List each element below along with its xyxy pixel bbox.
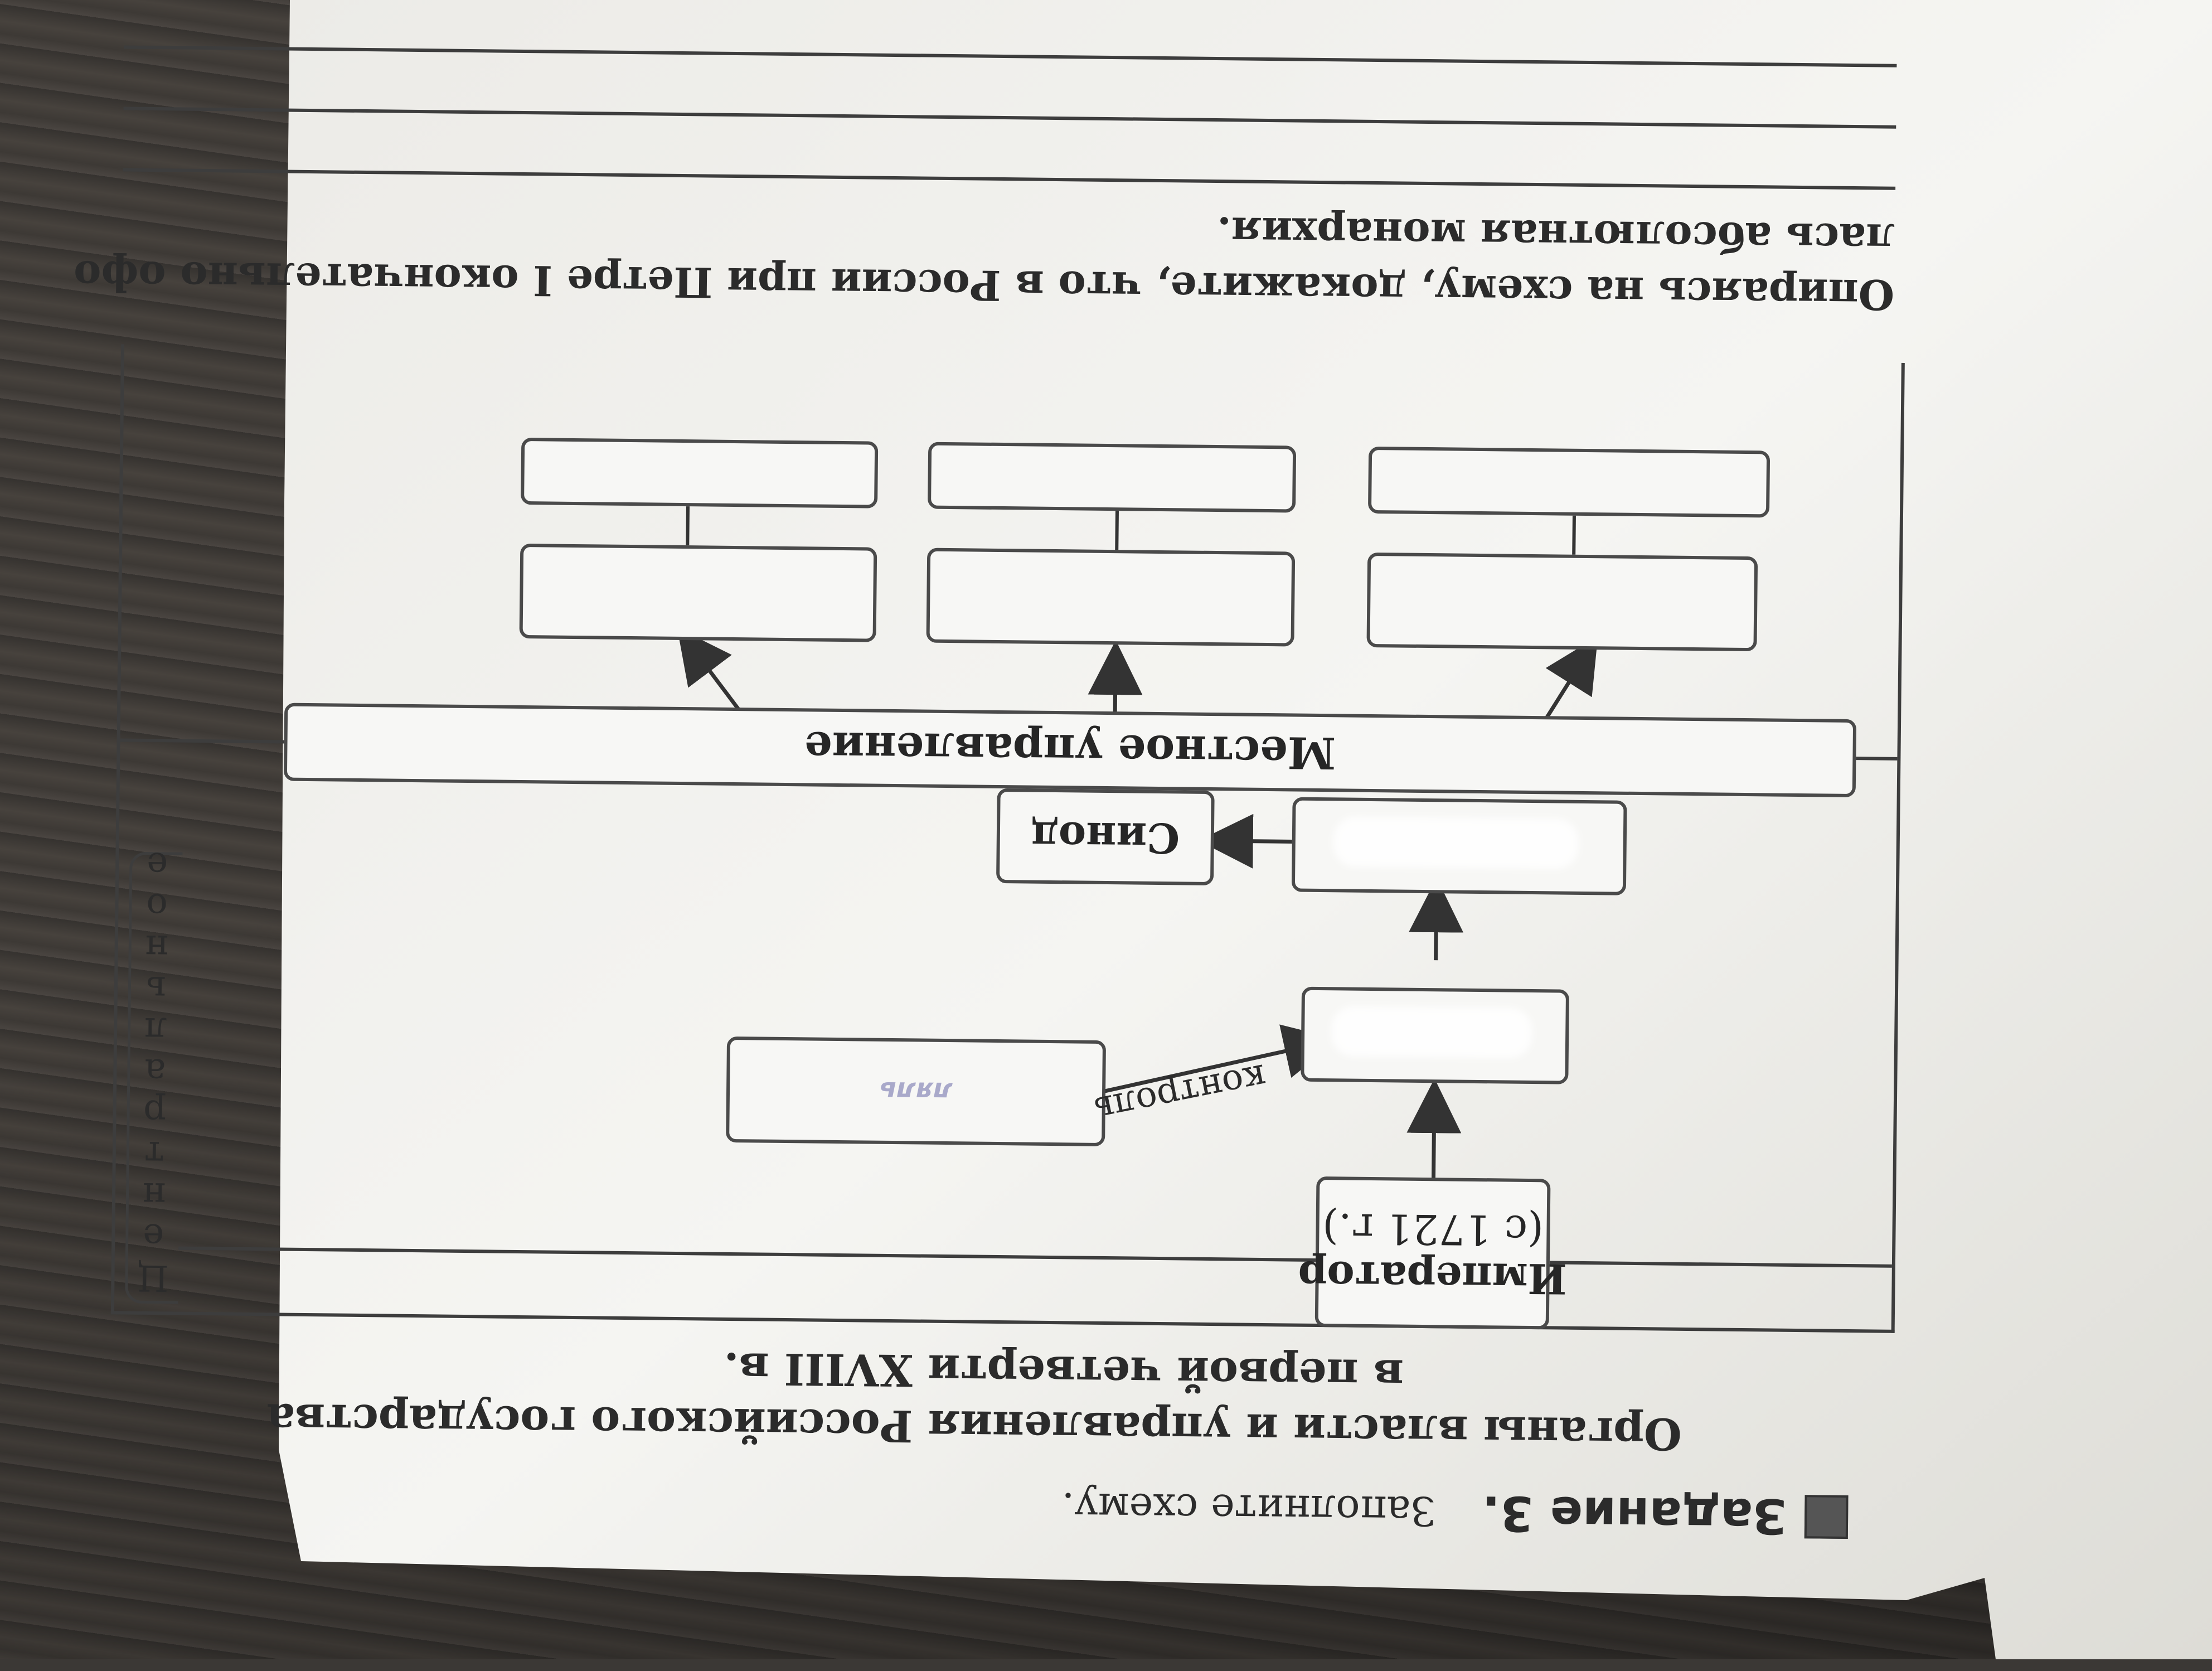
synod-box: Синод bbox=[996, 788, 1215, 886]
eraser-smudge-senate bbox=[1331, 1006, 1532, 1059]
local-to-frame-left bbox=[1856, 757, 1898, 761]
local-box-left-bottom[interactable] bbox=[1367, 446, 1770, 518]
emperor-to-senate-arrow bbox=[1406, 1078, 1462, 1184]
emperor-box: Император (с 1721 г.) bbox=[1298, 1176, 1567, 1330]
local-box-mid-bottom[interactable] bbox=[928, 442, 1297, 513]
emperor-date: (с 1721 г.) bbox=[1322, 1204, 1544, 1255]
local-management-box: Местное управление bbox=[283, 703, 1857, 798]
emperor-to-frame-line bbox=[178, 1246, 1327, 1262]
local-box-left-top[interactable] bbox=[1366, 552, 1758, 652]
local-arrow-right bbox=[677, 627, 743, 715]
emperor-to-frame-left bbox=[1549, 1261, 1892, 1268]
local-to-frame-right bbox=[120, 738, 284, 744]
local-box-right-bottom[interactable] bbox=[521, 437, 879, 508]
pencil-mark-1: ляль bbox=[879, 1075, 953, 1108]
control-arrow bbox=[1083, 1024, 1339, 1098]
prosecutor-box-empty[interactable]: ляль bbox=[726, 1036, 1107, 1147]
local-box-mid-top[interactable] bbox=[926, 548, 1296, 647]
local-management-label: Местное управление bbox=[804, 721, 1336, 778]
local-box-right-top[interactable] bbox=[519, 543, 877, 642]
synod-label: Синод bbox=[1031, 812, 1180, 862]
emperor-title: Император bbox=[1298, 1251, 1568, 1302]
conn-right bbox=[686, 506, 690, 546]
local-arrow-left bbox=[1542, 636, 1598, 723]
question-line2: лась абсолютная монархия. bbox=[1216, 207, 1895, 263]
senate-to-collegia-arrow bbox=[1409, 878, 1464, 961]
eraser-smudge-collegia bbox=[1333, 816, 1579, 869]
collegia-box-empty[interactable] bbox=[1291, 797, 1627, 895]
senate-box-empty[interactable] bbox=[1301, 986, 1570, 1084]
